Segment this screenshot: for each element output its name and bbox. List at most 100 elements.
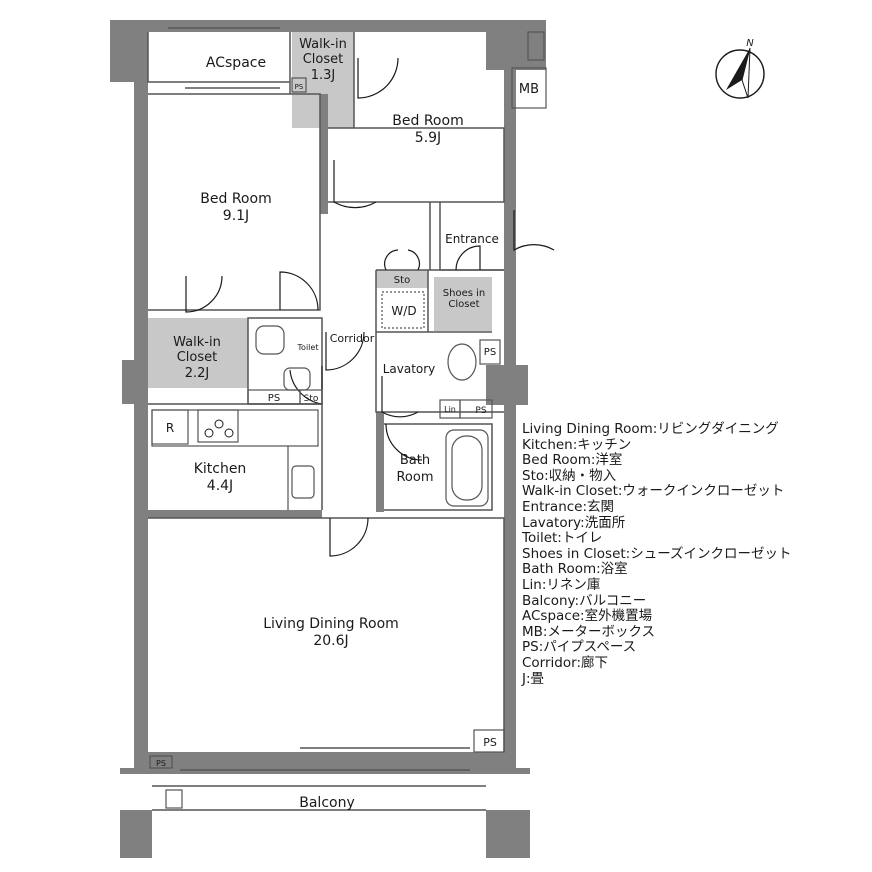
bed-right-size: 5.9J bbox=[415, 130, 441, 146]
partition-wic-top bbox=[289, 32, 355, 128]
ps-lav-label: PS bbox=[484, 347, 496, 358]
wall-right-corner bbox=[486, 20, 546, 70]
door-wic-left bbox=[185, 275, 223, 313]
ps-top-box bbox=[291, 77, 307, 93]
legend-item: Shoes in Closet:シューズインクローゼット bbox=[522, 545, 792, 562]
toilet-fixture bbox=[255, 325, 285, 355]
window-top-left bbox=[168, 27, 280, 89]
ps-balcony-box bbox=[149, 755, 173, 769]
living-size: 20.6J bbox=[313, 633, 348, 649]
compass: N bbox=[715, 38, 765, 99]
mb-box bbox=[511, 67, 547, 109]
bathtub-outer bbox=[445, 429, 489, 507]
stove-box bbox=[197, 409, 239, 443]
wall-top-right bbox=[288, 20, 498, 32]
legend-item: Living Dining Room:リビングダイニング bbox=[522, 421, 779, 437]
legend-item: Lavatory:洗面所 bbox=[522, 514, 626, 531]
acspace-box bbox=[527, 31, 545, 61]
lav-basin bbox=[447, 343, 477, 381]
burner-icon bbox=[204, 428, 214, 438]
bed-left-label: Bed Room bbox=[200, 191, 271, 207]
partition-living bbox=[148, 517, 505, 752]
sto-2-box bbox=[299, 389, 323, 405]
door-shoes bbox=[455, 245, 481, 271]
wic-left-size: 2.2J bbox=[185, 366, 210, 381]
partition-toilet bbox=[247, 317, 323, 405]
shoes-fill bbox=[434, 277, 492, 331]
wall-right-upper bbox=[504, 20, 516, 275]
window-bottom bbox=[180, 747, 470, 771]
wd-box bbox=[381, 291, 425, 329]
bed-left-size: 9.1J bbox=[223, 208, 249, 224]
legend-item: Balcony:バルコニー bbox=[522, 592, 647, 609]
toilet-label: Toilet bbox=[297, 343, 319, 352]
bathtub-inner bbox=[451, 435, 483, 501]
legend-item: Kitchen:キッチン bbox=[522, 436, 632, 453]
partition-acspace bbox=[147, 32, 290, 83]
legend-item: Entrance:玄関 bbox=[522, 498, 615, 515]
door-wic-top bbox=[357, 57, 399, 99]
partition-bed-right bbox=[328, 127, 505, 203]
room-labels: ACspace Walk-in Closet 1.3J PS Bed Room … bbox=[156, 37, 539, 811]
ps-living-label: PS bbox=[483, 736, 497, 749]
wall-bottom-balcony bbox=[120, 768, 530, 774]
door-corridor bbox=[325, 331, 365, 371]
legend-item: PS:パイプスペース bbox=[522, 639, 637, 656]
doors bbox=[185, 57, 555, 557]
door-bed-right bbox=[333, 160, 377, 209]
wall-right-mid bbox=[504, 275, 516, 773]
partition-balcony bbox=[152, 785, 486, 811]
partition-kitchen bbox=[148, 403, 323, 510]
wall-left-column bbox=[122, 360, 148, 404]
wall-core-top bbox=[320, 94, 328, 214]
legend-item: Lin:リネン庫 bbox=[522, 576, 601, 593]
door-bath bbox=[385, 423, 423, 461]
bath-label-2: Room bbox=[396, 470, 433, 485]
shoes-label-2: Closet bbox=[448, 299, 479, 310]
kitchen-sink bbox=[291, 465, 315, 499]
entrance-label: Entrance bbox=[445, 232, 499, 246]
balcony-unit bbox=[165, 789, 183, 809]
ps-living-box bbox=[473, 729, 505, 753]
ps-top-label: PS bbox=[295, 83, 304, 91]
fridge-label: R bbox=[166, 421, 174, 435]
bath-label-1: Bath bbox=[400, 453, 430, 468]
toilet-sink bbox=[283, 367, 311, 391]
wall-bottom-living bbox=[134, 752, 504, 772]
legend-item: Bed Room:洋室 bbox=[522, 452, 623, 469]
door-kitchen bbox=[329, 517, 369, 557]
wall-balcony-right bbox=[486, 810, 530, 858]
wall-balcony-left bbox=[120, 810, 152, 858]
burner-icon bbox=[214, 419, 224, 429]
legend-item: J:畳 bbox=[522, 670, 545, 687]
sto-2-label: Sto bbox=[304, 394, 319, 404]
wall-top-left bbox=[120, 20, 290, 32]
legend-item: MB:メーターボックス bbox=[522, 623, 656, 640]
wall-left bbox=[134, 82, 148, 772]
bed-right-label: Bed Room bbox=[392, 113, 463, 129]
compass-arrow-outline bbox=[741, 47, 751, 99]
wd-label: W/D bbox=[391, 304, 416, 318]
compass-label: N bbox=[746, 38, 754, 49]
ps-balcony-label: PS bbox=[156, 759, 166, 768]
lavatory-label: Lavatory bbox=[383, 362, 436, 376]
stove-burners bbox=[204, 419, 234, 438]
balcony-label: Balcony bbox=[299, 795, 355, 811]
wall-right-column bbox=[486, 365, 528, 405]
acspace-label: ACspace bbox=[206, 55, 266, 71]
wic-top-size: 1.3J bbox=[311, 68, 336, 83]
wic-left-label-1: Walk-in bbox=[173, 335, 221, 350]
mb-label: MB bbox=[519, 82, 539, 97]
partitions bbox=[147, 27, 505, 811]
legend-item: Walk-in Closet:ウォークインクローゼット bbox=[522, 483, 785, 500]
wic-left-fill bbox=[148, 318, 248, 388]
compass-circle bbox=[715, 49, 765, 99]
wall-core-bath-left bbox=[376, 412, 384, 512]
burner-icon bbox=[224, 428, 234, 438]
kitchen-label: Kitchen bbox=[194, 461, 247, 477]
sto-fill bbox=[376, 270, 428, 288]
corridor-label: Corridor bbox=[330, 332, 375, 345]
compass-arrow-icon bbox=[726, 48, 750, 90]
wic-top-label-2: Closet bbox=[303, 52, 344, 67]
